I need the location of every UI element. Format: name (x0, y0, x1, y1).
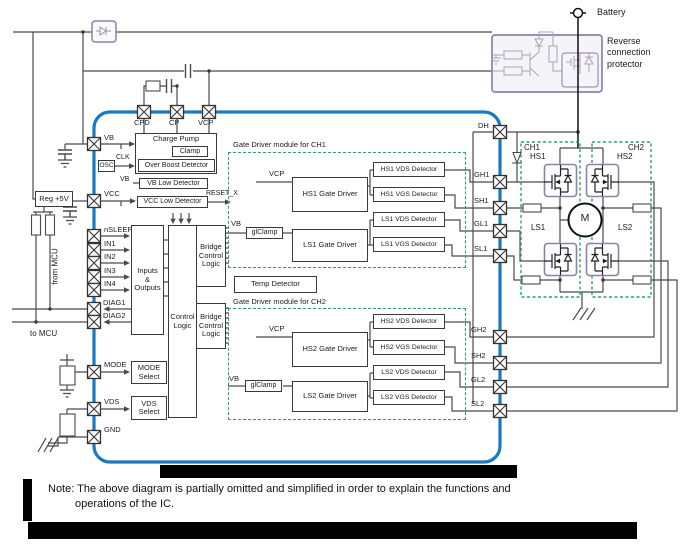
vds-select-block: VDS Select (131, 396, 167, 420)
pin-label-mode: MODE (104, 360, 127, 369)
pin-label-vds: VDS (104, 397, 120, 406)
ls2-vgs-detector-block: LS2 VGS Detector (373, 390, 445, 405)
control-logic-block: Control Logic (168, 225, 197, 418)
junction-dots (34, 30, 605, 324)
pin-label-gl2: GL2 (471, 375, 486, 384)
ch1-phase-label: CH1 (524, 143, 541, 152)
reverse-protector-box (491, 31, 603, 93)
pin-label-vb: VB (104, 133, 115, 142)
over-boost-detector-block: Over Boost Detector (138, 159, 215, 172)
pin-label-vcc: VCC (104, 189, 120, 198)
redaction-bar-bottom (28, 522, 637, 539)
motor-icon (567, 202, 603, 238)
pin-label-in3: IN3 (104, 266, 116, 275)
hs1-label: HS1 (530, 152, 546, 161)
hs2-label: HS2 (617, 152, 633, 161)
pin-label-dh: DH (478, 121, 489, 130)
ch2-glclamp-block: glClamp (245, 380, 282, 392)
ch1-module-title: Gate Driver module for CH1 (233, 140, 326, 149)
pin-label-vcp: VCP (198, 118, 214, 127)
resistor-symbols (30, 80, 652, 437)
ch2-vb-label: VB (229, 374, 240, 383)
ch1-vcp-label: VCP (269, 169, 285, 178)
redaction-bar-top (160, 465, 517, 478)
vcc-low-detector-block: VCC Low Detector (137, 196, 208, 208)
input-diode-icon (91, 20, 117, 43)
ls1-gate-driver-block: LS1 Gate Driver (292, 229, 368, 262)
note-line-2: operations of the IC. (75, 498, 175, 510)
hs2-vgs-detector-block: HS2 VGS Detector (373, 340, 445, 355)
from-mcu-label: from MCU (50, 248, 60, 285)
pin-label-in2: IN2 (104, 252, 116, 261)
motor-label: M (580, 212, 590, 224)
inputs-outputs-block: Inputs & Outputs (131, 225, 164, 335)
ch1-vb-label: VB (231, 219, 242, 228)
ground-symbols (37, 159, 596, 453)
ch1-glclamp-block: glClamp (246, 227, 283, 239)
ls2-vds-detector-block: LS2 VDS Detector (373, 365, 445, 380)
ch2-phase-label: CH2 (628, 143, 645, 152)
pin-label-diag1: DIAG1 (103, 298, 126, 307)
ls1-mosfet (543, 242, 578, 277)
pin-label-gh1: GH1 (474, 170, 490, 179)
ls1-vds-detector-block: LS1 VDS Detector (373, 212, 445, 227)
pin-label-in1: IN1 (104, 239, 116, 248)
ch2-phase-box (591, 141, 652, 298)
osc-block: OSC (98, 160, 115, 172)
ls1-vgs-detector-block: LS1 VGS Detector (373, 237, 445, 252)
pin-label-sl2: SL2 (471, 399, 485, 408)
hs2-vds-detector-block: HS2 VDS Detector (373, 314, 445, 329)
pin-label-gh2: GH2 (471, 325, 487, 334)
hs2-gate-driver-block: HS2 Gate Driver (292, 332, 368, 367)
pin-label-cpd: CPD (134, 118, 150, 127)
hs1-vgs-detector-block: HS1 VGS Detector (373, 187, 445, 202)
pin-label-diag2: DIAG2 (103, 311, 126, 320)
hs2-mosfet (585, 163, 620, 198)
vb-low-input-label: VB (120, 176, 130, 183)
wire-layer (12, 31, 678, 447)
ls1-label: LS1 (531, 223, 546, 232)
redaction-bar-left (23, 479, 32, 521)
pin-label-cp: CP (169, 118, 180, 127)
ch2-module-title: Gate Driver module for CH2 (233, 297, 326, 306)
pin-label-in4: IN4 (104, 279, 116, 288)
charge-pump-block: Charge Pump Clamp Over Boost Detector (135, 133, 217, 174)
clk-label: CLK (116, 154, 130, 161)
pin-label-sh1: SH1 (474, 196, 489, 205)
charge-pump-title: Charge Pump (152, 134, 200, 143)
ch1-module-box (228, 152, 466, 268)
hs1-vds-detector-block: HS1 VDS Detector (373, 162, 445, 177)
ls2-gate-driver-block: LS2 Gate Driver (292, 381, 368, 412)
ls2-label: LS2 (618, 223, 633, 232)
vb-low-detector-block: VB Low Detector (139, 178, 208, 189)
bridge-control-logic-ch2-block: Bridge Control Logic (196, 303, 226, 349)
ls2-mosfet (585, 242, 620, 277)
note-line-1: Note: The above diagram is partially omi… (48, 483, 511, 495)
mode-select-block: MODE Select (131, 361, 167, 384)
pin-symbols (86, 104, 508, 445)
pin-label-nsleep: nSLEEP (104, 225, 133, 234)
pin-label-sh2: SH2 (471, 351, 486, 360)
ch2-vcp-label: VCP (269, 324, 285, 333)
reset-x-label: RESET_X (206, 190, 238, 197)
ch2-module-box (228, 308, 466, 420)
ch1-phase-box (520, 141, 581, 298)
capacitor-symbols (58, 64, 192, 217)
temp-detector-block: Temp Detector (234, 276, 317, 293)
battery-line (570, 7, 586, 148)
to-mcu-label: to MCU (30, 329, 58, 338)
hs1-mosfet (543, 163, 578, 198)
pin-label-sl1: SL1 (474, 244, 488, 253)
pin-label-gl1: GL1 (474, 219, 489, 228)
reverse-protector-internals (491, 31, 599, 88)
arrowheads (103, 141, 231, 412)
battery-label: Battery (597, 7, 626, 17)
clamp-block: Clamp (172, 146, 208, 157)
reverse-protector-label: Reverse connection protector (607, 36, 651, 69)
hs1-gate-driver-block: HS1 Gate Driver (292, 177, 368, 212)
bridge-control-logic-ch1-block: Bridge Control Logic (196, 225, 226, 287)
reg-5v-block: Reg +5V (35, 191, 73, 207)
pin-label-gnd: GND (104, 425, 121, 434)
